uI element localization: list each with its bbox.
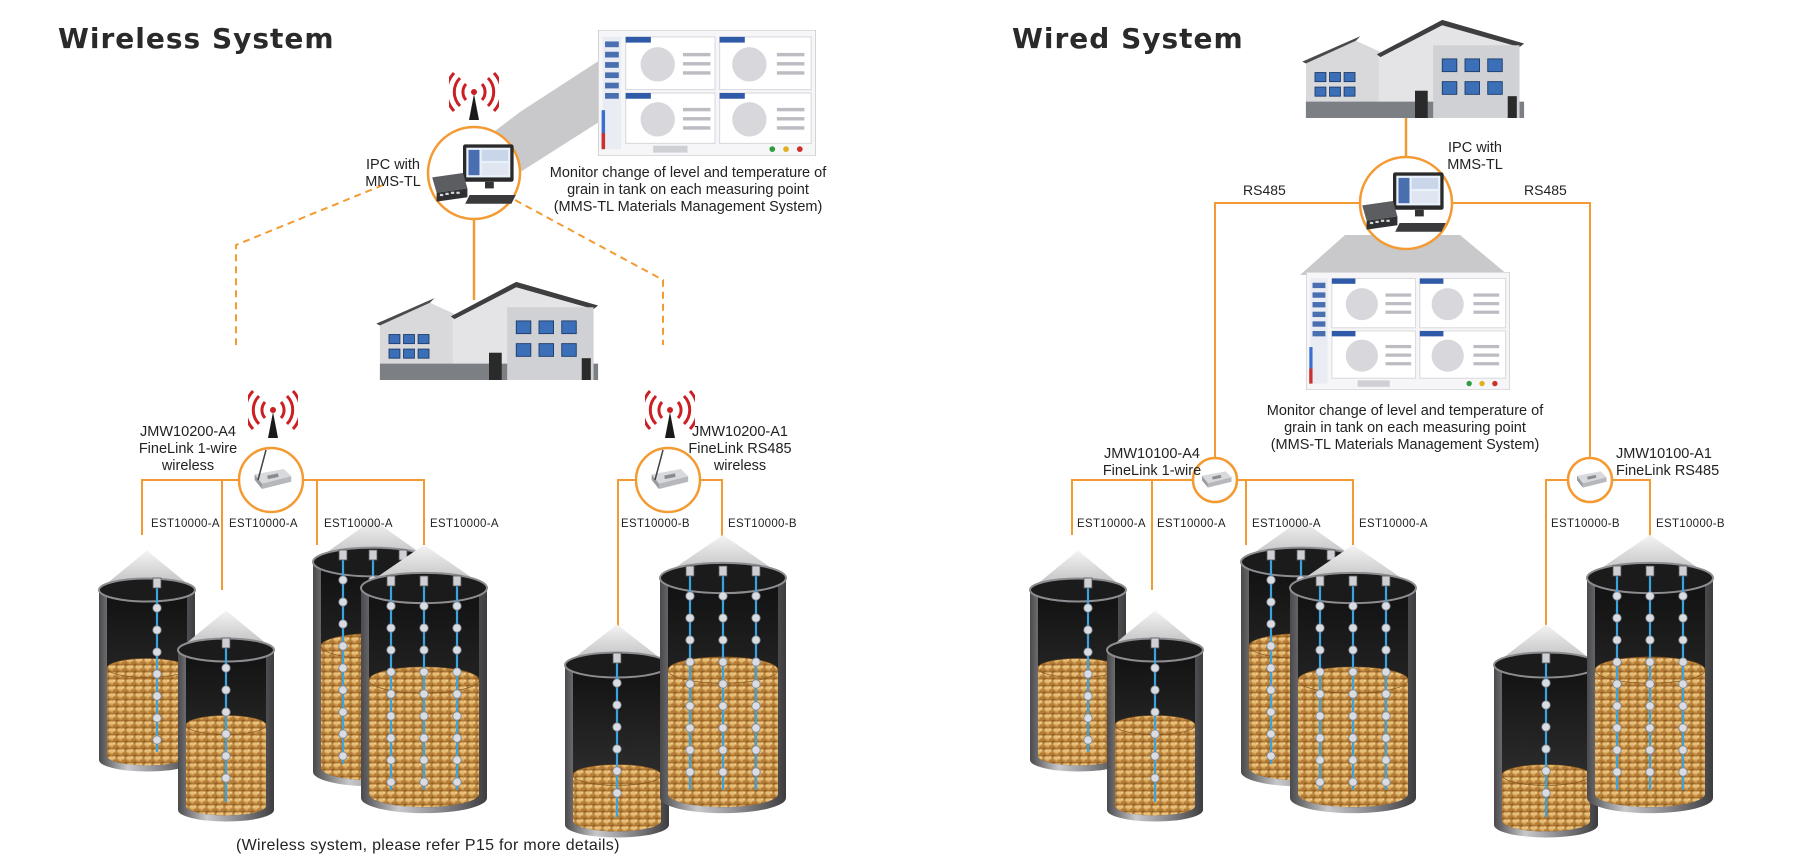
wired-section — [1029, 19, 1714, 838]
wireless-link-left — [235, 184, 384, 345]
rs485-label-right: RS485 — [1524, 182, 1567, 198]
building-icon — [375, 281, 599, 380]
monitor-description: Monitor change of level and temperature … — [1266, 403, 1544, 453]
wireless-footnote: (Wireless system, please refer P15 for m… — [236, 837, 620, 854]
silo-icon — [564, 624, 670, 838]
silo-group-wireless — [98, 519, 787, 838]
silo-icon — [98, 550, 196, 772]
software-screenshot-icon — [598, 30, 816, 156]
radio-signal-icon — [449, 72, 499, 122]
silo-icon — [659, 534, 787, 814]
sensor-label: EST10000-B — [1656, 518, 1725, 530]
silo-icon — [1289, 544, 1417, 814]
wired-title: Wired System — [1012, 22, 1244, 55]
wireless-link-right — [514, 199, 664, 345]
sensor-label: EST10000-A — [229, 518, 298, 530]
silo-icon — [1586, 534, 1714, 814]
rs485-bus — [1214, 202, 1591, 470]
building-icon — [1301, 19, 1525, 118]
sensor-label: EST10000-A — [1252, 518, 1321, 530]
silo-icon — [1493, 624, 1599, 838]
sensor-label: EST10000-A — [1077, 518, 1146, 530]
sensor-label: EST10000-A — [324, 518, 393, 530]
sensor-label: EST10000-B — [1551, 518, 1620, 530]
silo-icon — [360, 544, 488, 814]
silo-icon — [1029, 550, 1127, 772]
software-screenshot-icon — [1306, 272, 1510, 390]
wireless-title: Wireless System — [58, 22, 335, 55]
silo-group-wired — [1029, 519, 1714, 838]
sensor-label: EST10000-A — [1359, 518, 1428, 530]
silo-icon — [1106, 610, 1204, 822]
silo-icon — [177, 610, 275, 822]
monitor-description: Monitor change of level and temperature … — [549, 165, 827, 215]
sensor-label: EST10000-A — [151, 518, 220, 530]
sensor-label: EST10000-A — [430, 518, 499, 530]
sensor-label: EST10000-B — [728, 518, 797, 530]
rs485-label-left: RS485 — [1243, 182, 1286, 198]
sensor-label: EST10000-A — [1157, 518, 1226, 530]
wireless-section — [98, 30, 816, 838]
sensor-label: EST10000-B — [621, 518, 690, 530]
